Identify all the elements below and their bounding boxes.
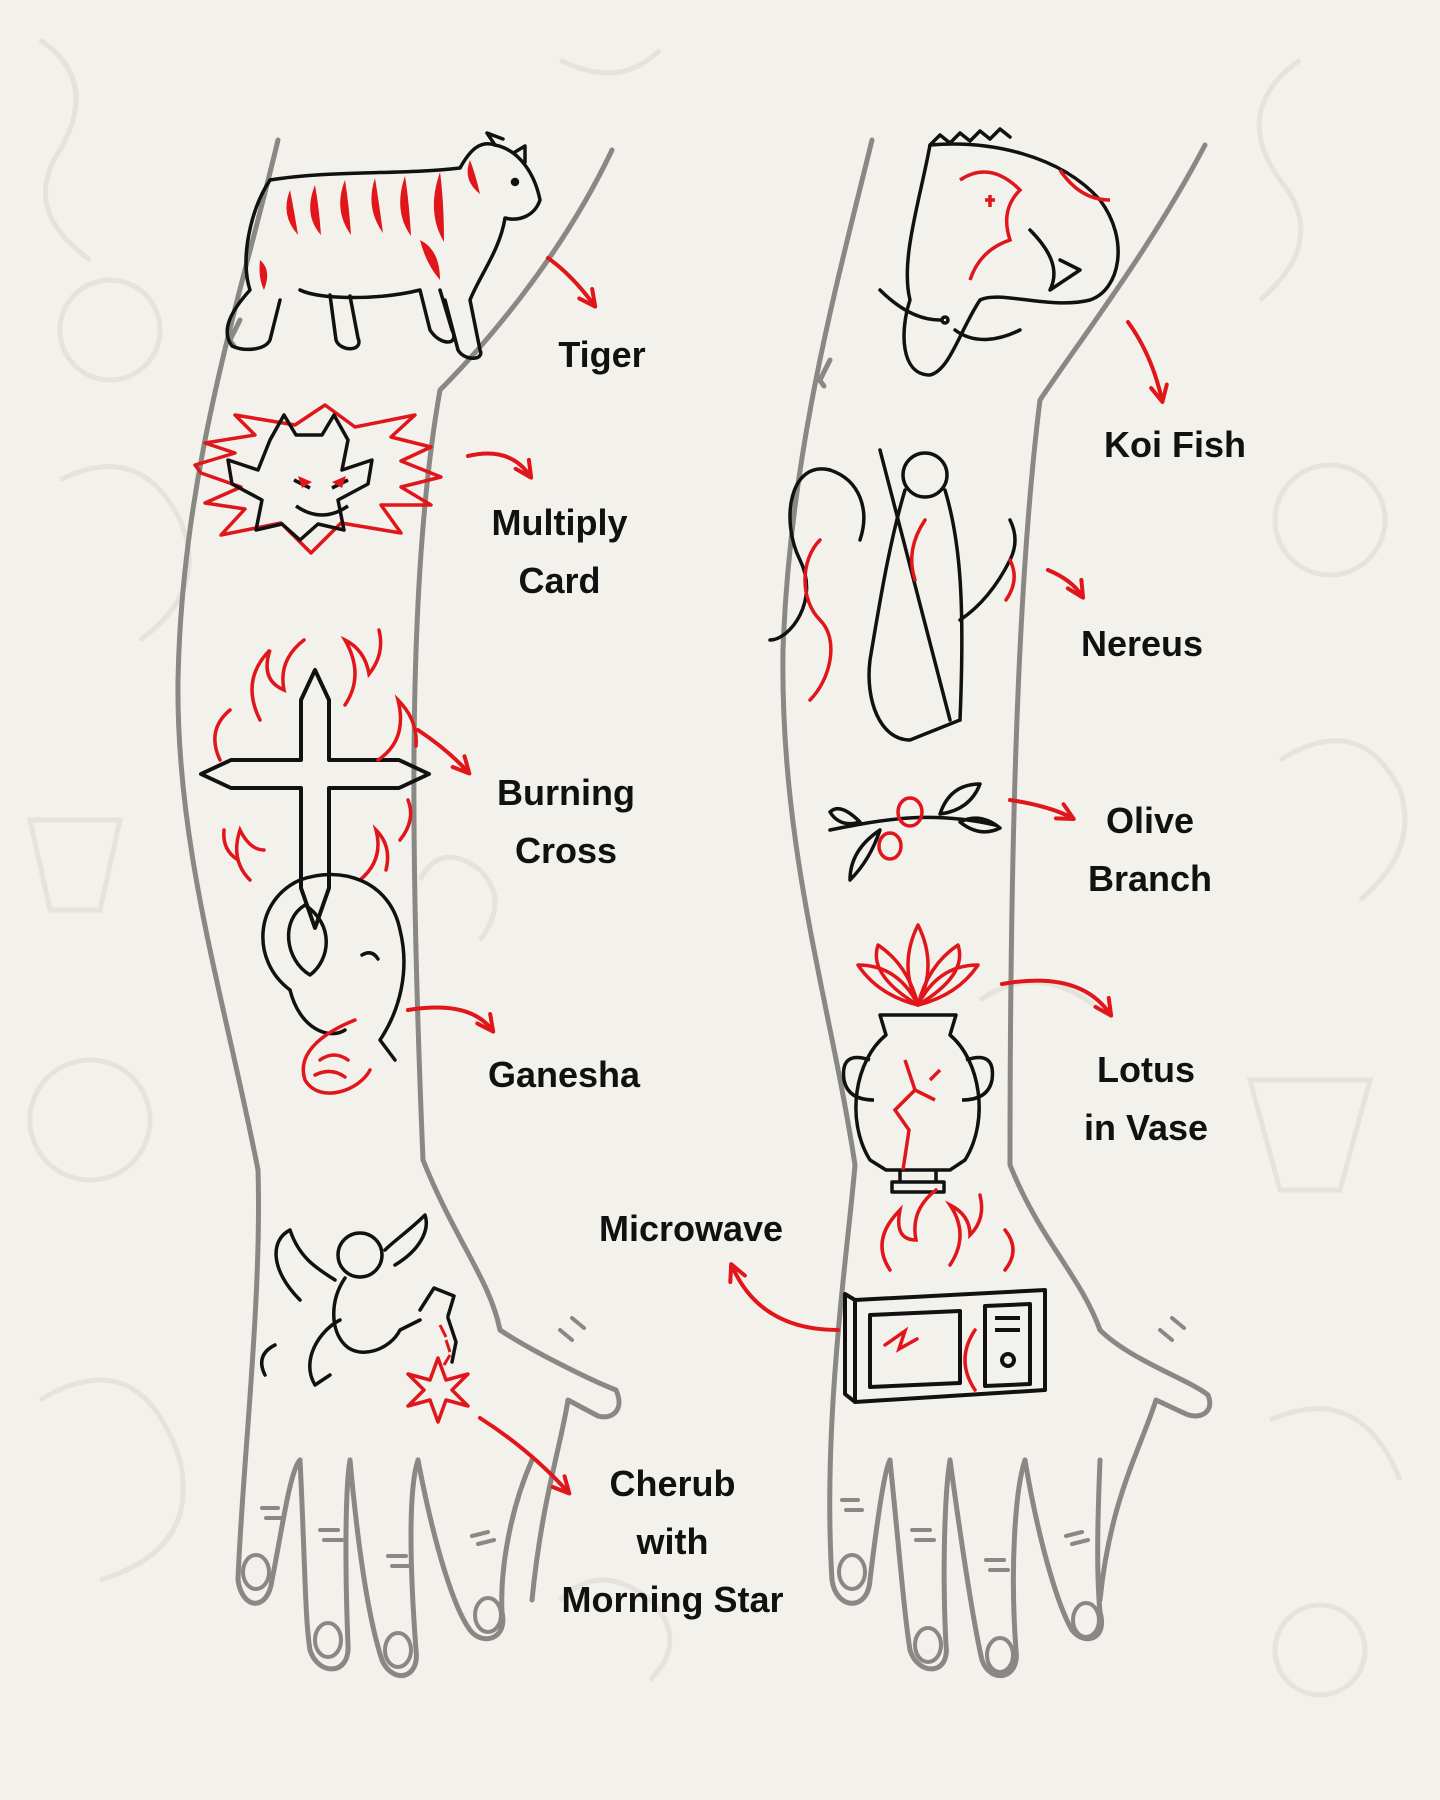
label-ganesha-line: Ganesha [487,1054,641,1095]
ganesha-icon [261,872,406,1095]
label-multiply-card-line-1: Multiply [491,502,628,543]
arrow-tiger [546,256,598,309]
label-koi-fish: Koi Fish [1090,416,1260,474]
label-burning-cross: Burning Cross [488,764,644,880]
lotus-vase-icon [841,923,995,1194]
microwave-icon [843,1188,1047,1404]
label-cherub: Cherub with Morning Star [545,1455,800,1629]
arrow-olive-branch [1008,798,1076,821]
olive-branch-icon [828,782,1002,882]
arrows [406,256,1169,1496]
label-koi-fish-line: Koi Fish [1104,424,1246,465]
label-multiply-card: Multiply Card [482,494,637,610]
burning-cross-icon [199,628,431,930]
label-tiger: Tiger [551,326,653,384]
label-cherub-line-3: Morning Star [561,1579,784,1620]
cherub-icon [259,1213,470,1424]
arrow-lotus-vase [1000,978,1114,1018]
label-microwave: Microwave [584,1200,798,1258]
left-arm-outline [175,137,622,1678]
background-pattern [26,37,1408,1698]
label-lotus-vase-line-1: Lotus [1097,1049,1195,1090]
left-hand-nails [241,1316,586,1669]
arrow-microwave [728,1262,840,1332]
arrow-ganesha [406,1005,496,1034]
label-ganesha: Ganesha [476,1046,652,1104]
label-cherub-line-2: with [636,1521,709,1562]
right-arm-outline [780,137,1213,1678]
koi-fish-icon [878,127,1120,377]
label-microwave-line: Microwave [598,1208,784,1249]
label-burning-cross-line-2: Cross [514,830,618,871]
arrow-multiply-card [466,451,534,480]
label-olive-branch-line-1: Olive [1105,800,1195,841]
label-cherub-line-1: Cherub [609,1463,736,1504]
arrow-cherub [478,1416,572,1496]
label-lotus-vase: Lotus in Vase [1070,1041,1222,1157]
nereus-icon [768,448,1017,742]
label-multiply-card-line-2: Card [518,560,601,601]
tiger-icon [225,131,542,360]
label-tiger-line: Tiger [558,334,646,375]
label-nereus: Nereus [1068,615,1216,673]
label-olive-branch: Olive Branch [1075,792,1225,908]
label-olive-branch-line-2: Branch [1087,858,1213,899]
label-lotus-vase-line-2: in Vase [1083,1107,1209,1148]
multiply-card-icon [193,403,443,555]
arrow-nereus [1046,568,1086,600]
arrow-burning-cross [416,728,472,776]
arrow-koi-fish [1126,320,1169,404]
label-nereus-line: Nereus [1080,623,1204,664]
right-hand-nails [837,1316,1186,1674]
label-burning-cross-line-1: Burning [497,772,635,813]
